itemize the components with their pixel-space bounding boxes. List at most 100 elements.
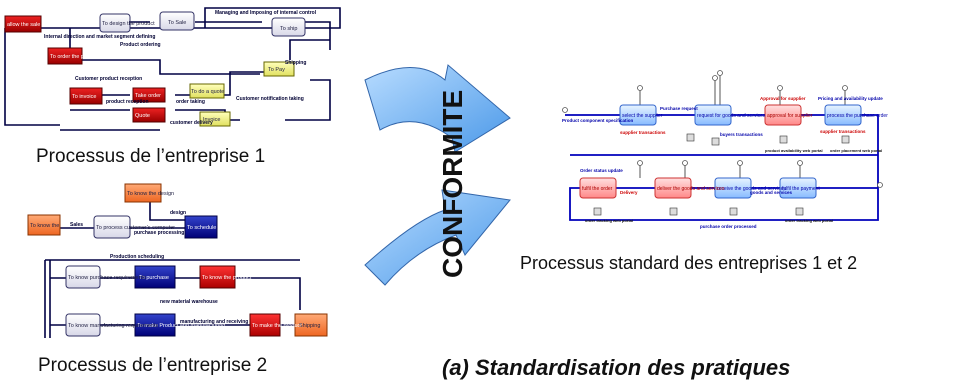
e1-label-shipping: Shipping: [285, 60, 306, 66]
enterprise1-diagram: allow the sale To order the product To i…: [4, 7, 341, 131]
std-label-delivery: Delivery: [620, 190, 638, 195]
e1-text-order-product: To order the product: [50, 54, 100, 60]
e2-box-shipping: [294, 313, 328, 337]
std-text-select-supplier: select the supplier: [622, 113, 663, 119]
e1-label-ordering: Product ordering: [120, 42, 161, 48]
e2-box-process-computer: [93, 215, 131, 239]
std-label-buyers-tx: buyers transactions: [720, 132, 763, 137]
e1-text-invoice-yel: Invoice: [203, 117, 220, 123]
std-text-approval-supplier: approval for supplier: [767, 113, 813, 119]
e2-box-purchase: [134, 265, 176, 289]
e2-text-know-purchase: To know purchase requirements: [68, 275, 146, 281]
upper-arrow-shape: [364, 64, 511, 153]
e1-label-order-taking: order taking: [176, 99, 205, 105]
std-label-tracking-portal-1: order tracking web portal: [585, 218, 633, 223]
e1-text-invoice: To invoice: [72, 94, 96, 100]
std-box-deliver-goods: [654, 177, 692, 199]
e1-label-product-reception: product reception: [106, 99, 149, 105]
std-text-deliver-goods: deliver the goods and services: [657, 186, 725, 192]
std-doc-icon: [795, 207, 804, 216]
std-label-pricing: Pricing and availability update: [818, 96, 883, 101]
e2-label-scheduling: Production scheduling: [110, 254, 164, 260]
std-text-request-goods: request for goods and services: [697, 113, 766, 119]
e1-text-design-product: To design the product: [102, 21, 155, 27]
e1-box-to-invoice: [69, 87, 103, 105]
e2-box-know-product: [199, 265, 236, 289]
enterprise2-diagram: To schedule production To purchase To kn…: [27, 183, 328, 338]
e2-box-know-manufacturing: [65, 313, 101, 337]
e2-text-make-product: To make the product: [252, 323, 302, 329]
std-label-po-processed: purchase order processed: [700, 224, 757, 229]
std-box-process-po: [824, 104, 862, 126]
e1-text-take-order: Take order: [135, 93, 161, 99]
e2-text-shipping: Shipping: [299, 323, 320, 329]
e1-box-allow-the-sale: [4, 15, 42, 33]
e2-box-know-purchase: [65, 265, 101, 289]
e1-box-invoice: [199, 111, 231, 127]
figure-caption: (a) Standardisation des pratiques: [442, 355, 791, 380]
std-doc-icon: [686, 133, 695, 142]
e1-box-quote: [132, 107, 166, 123]
e1-box-to-ship: [271, 17, 306, 37]
std-label-tracking-portal-2: order tracking web portal: [785, 218, 833, 223]
e2-label-manufacturing: manufacturing and receiving: [180, 319, 248, 325]
e1-text-to-sale: To Sale: [168, 20, 186, 26]
e1-box-to-pay: [263, 61, 295, 77]
e2-text-know-design: To know the design: [127, 191, 174, 197]
std-label-supplier-tx-1: supplier transactions: [620, 130, 666, 135]
std-text-process-po: process the purchase order: [827, 113, 888, 119]
e1-label-notification: Customer notification taking: [236, 96, 304, 102]
e2-text-make-mfg: To make Product and manufacturing: [137, 323, 225, 329]
e1-box-to-sale: [159, 11, 195, 31]
e2-box-know-design: [124, 183, 162, 203]
std-label-purchase-request: Purchase request: [660, 106, 698, 111]
e1-label-direction: Internal direction and market segment de…: [44, 34, 155, 40]
conformite-label: CONFORMITE: [437, 90, 468, 278]
std-doc-icon: [711, 137, 720, 146]
e2-text-know-the: To know the: [30, 223, 59, 229]
e2-box-make-product-mfg: [134, 313, 176, 337]
std-doc-icon: [729, 207, 738, 216]
std-box-select-supplier: [619, 104, 657, 126]
std-label-placement-portal: order placement web portal: [830, 148, 882, 153]
e1-text-do-quote: To do a quote: [191, 89, 224, 95]
e2-label-purchase-processing: purchase processing: [134, 230, 184, 236]
e1-box-to-order: [47, 47, 83, 65]
std-box-fulfil-payment: [779, 177, 817, 199]
e1-box-to-do-quote: [189, 83, 225, 99]
e2-text-purchase: To purchase: [139, 275, 169, 281]
e1-label-delivery: customer delivery: [170, 120, 213, 126]
std-box-fulfil-order: [579, 177, 617, 199]
e2-box-know-the: [27, 214, 61, 236]
std-doc-icon: [779, 135, 788, 144]
std-label-order-status-1: Order status update: [580, 168, 623, 173]
std-doc-icon: [593, 207, 602, 216]
e1-label-control: Managing and Imposing of internal contro…: [215, 10, 317, 16]
e1-box-take-order: [132, 87, 166, 103]
e1-text-quote-red: Quote: [135, 113, 150, 119]
standard-process-diagram: select the supplier request for goods an…: [562, 70, 888, 229]
e2-label-sales: Sales: [70, 222, 83, 228]
e2-label-design: design: [170, 210, 186, 216]
std-box-approval-supplier: [764, 104, 802, 126]
std-box-receive-goods: [714, 177, 752, 199]
std-label-approval: Approval for supplier: [760, 96, 806, 101]
std-label-component-spec: Product component specification: [562, 118, 634, 123]
e2-text-process: To process customer's computer: [96, 225, 175, 231]
std-doc-icon: [841, 135, 850, 144]
enterprise1-caption: Processus de l’entreprise 1: [36, 146, 266, 167]
lower-arrow-shape: [364, 189, 511, 286]
standard-caption: Processus standard des entreprises 1 et …: [520, 253, 858, 273]
e1-text-to-pay: To Pay: [268, 67, 285, 73]
std-text-receive-goods: receive the goods and services: [717, 186, 786, 192]
e2-text-schedule: To schedule production: [187, 225, 244, 231]
std-doc-icon: [669, 207, 678, 216]
e1-text-to-ship: To ship: [280, 26, 297, 32]
std-text-fulfil-payment: fulfil the payment: [782, 186, 820, 192]
std-label-supplier-tx-2: supplier transactions: [820, 129, 866, 134]
std-label-goods-services: goods and services: [750, 190, 793, 195]
e1-text-allow-the-sale: allow the sale: [7, 22, 40, 28]
enterprise2-caption: Processus de l’entreprise 2: [38, 355, 268, 376]
e1-label-reception: Customer product reception: [75, 76, 142, 82]
e2-text-know-product: To know the product: [202, 275, 252, 281]
